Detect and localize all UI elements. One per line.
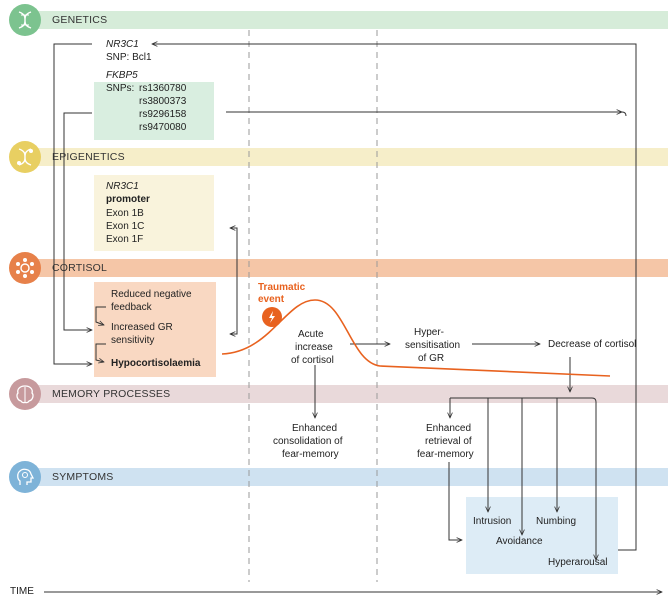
symptom-intrusion: Intrusion: [473, 516, 512, 527]
increased-gr-line1: Increased GR: [111, 322, 173, 333]
fkbp5-snp: rs1360780: [139, 83, 187, 94]
head-icon: [9, 461, 41, 493]
acute-line1: Acute: [298, 329, 324, 340]
cortisol-box: [94, 282, 216, 377]
acute-line3: of cortisol: [291, 355, 334, 366]
epigenetics-gene: NR3C1: [106, 181, 139, 192]
decrease-of-cortisol: Decrease of cortisol: [548, 339, 637, 350]
exon-label: Exon 1B: [106, 208, 144, 219]
traumatic-event-line1: Traumatic: [258, 282, 306, 293]
consolidation-line2: consolidation of: [273, 436, 343, 447]
retrieval-line1: Enhanced: [426, 423, 472, 434]
traumatic-event-line2: event: [258, 294, 285, 305]
epigenetics-band: [22, 148, 668, 166]
hyper-line1: Hyper-: [414, 327, 445, 338]
symptom-avoidance: Avoidance: [496, 536, 543, 547]
epigenetics-box: [94, 175, 214, 251]
section-cortisol-label: CORTISOL: [52, 262, 108, 274]
consolidation-line3: fear-memory: [282, 449, 339, 460]
section-epigenetics-label: EPIGENETICS: [52, 151, 125, 163]
reduced-feedback-line2: feedback: [111, 302, 152, 313]
retrieval-line3: fear-memory: [417, 449, 474, 460]
symptom-hyperarousal: Hyperarousal: [548, 557, 608, 568]
consolidation-line1: Enhanced: [292, 423, 338, 434]
hypocortisolaemia-label: Hypocortisolaemia: [111, 358, 201, 369]
symptom-numbing: Numbing: [536, 516, 577, 527]
cortisol-band: [22, 259, 668, 277]
nr3c1-gene: NR3C1: [106, 39, 139, 50]
dna-icon: [9, 4, 41, 36]
exon-label: Exon 1C: [106, 221, 145, 232]
symptoms-band: [22, 468, 668, 486]
section-genetics-label: GENETICS: [52, 14, 108, 26]
epigenetics-promoter: promoter: [106, 194, 150, 205]
time-axis-label: TIME: [10, 586, 34, 597]
molecule-icon: [9, 252, 41, 284]
hyper-line2: sensitisation: [405, 340, 461, 351]
nr3c1-snp: SNP: Bcl1: [106, 52, 152, 63]
reduced-feedback-line1: Reduced negative: [111, 289, 192, 300]
lightning-icon: [262, 307, 282, 327]
fkbp5-snp: rs9296158: [139, 109, 187, 120]
symptoms-box: [466, 497, 618, 574]
section-memory-label: MEMORY PROCESSES: [52, 388, 171, 400]
genetics-band: [22, 11, 668, 29]
fkbp5-snp: rs9470080: [139, 122, 187, 133]
fkbp5-gene: FKBP5: [106, 70, 138, 81]
section-symptoms-label: SYMPTOMS: [52, 471, 114, 483]
fkbp5-box: [94, 82, 214, 140]
retrieval-line2: retrieval of: [425, 436, 472, 447]
exon-label: Exon 1F: [106, 234, 144, 245]
brain-icon: [9, 378, 41, 410]
epigenetic-dna-icon: [9, 141, 41, 173]
fkbp5-snp: rs3800373: [139, 96, 187, 107]
hyper-line3: of GR: [418, 353, 445, 364]
fkbp5-snps-label: SNPs:: [106, 83, 135, 94]
acute-line2: increase: [295, 342, 333, 353]
increased-gr-line2: sensitivity: [111, 335, 155, 346]
